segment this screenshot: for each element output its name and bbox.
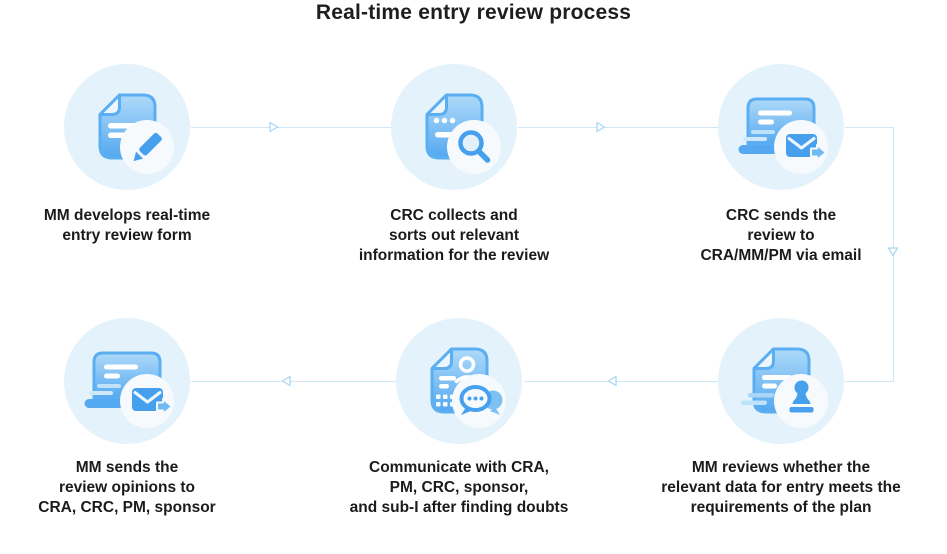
step-label: MM develops real-time entry review form (43, 207, 211, 244)
document-stamp-icon (718, 318, 844, 444)
arrow-right-icon (594, 121, 606, 133)
page-title: Real-time entry review process (315, 1, 632, 24)
step-label: MM reviews whether the relevant data for… (661, 459, 901, 516)
laptop-send-email-icon (64, 318, 190, 444)
document-chat-icon (396, 318, 522, 444)
arrow-down-icon (887, 245, 899, 257)
step-label: CRC collects and sorts out relevant info… (358, 207, 550, 264)
arrow-right-icon (267, 121, 279, 133)
connector-line (845, 381, 894, 382)
document-search-icon (391, 64, 517, 190)
step-label: Communicate with CRA, PM, CRC, sponsor, … (349, 459, 569, 516)
connector-line (191, 127, 391, 128)
document-edit-icon (64, 64, 190, 190)
connector-line (191, 381, 396, 382)
connector-line (524, 381, 718, 382)
arrow-left-icon (281, 375, 293, 387)
step-label: CRC sends the review to CRA/MM/PM via em… (700, 207, 862, 264)
laptop-send-email-icon (718, 64, 844, 190)
connector-line (518, 127, 718, 128)
connector-line (845, 127, 894, 128)
step-label: MM sends the review opinions to CRA, CRC… (38, 459, 216, 516)
arrow-left-icon (607, 375, 619, 387)
